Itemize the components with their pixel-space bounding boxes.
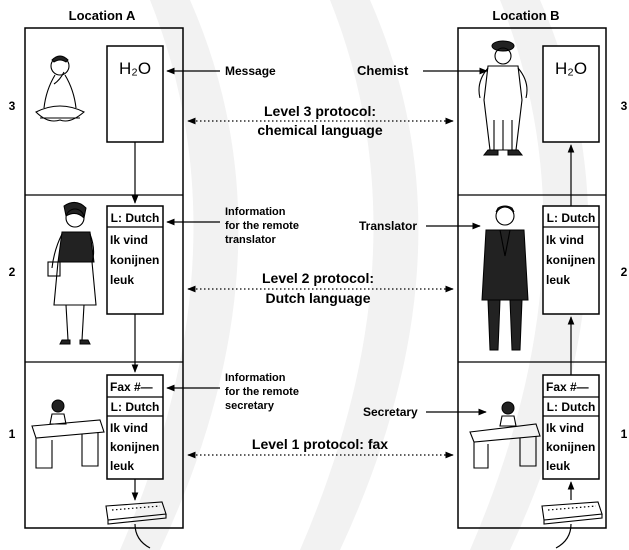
level2-right-box	[542, 205, 600, 315]
level1-left-text-3: leuk	[110, 459, 134, 473]
level1-right-text-1: Ik vind	[546, 421, 584, 435]
level1-right-text-2: konijnen	[546, 440, 595, 454]
chemist-figure	[478, 40, 528, 156]
level1-info-line3: secretary	[225, 400, 275, 412]
level2-left-header: L: Dutch	[111, 211, 160, 225]
location-a-header: Location A	[69, 8, 136, 23]
level1-right-box	[542, 374, 600, 480]
level1-left-fax: Fax #—	[110, 380, 153, 394]
level2-right-header: L: Dutch	[547, 211, 596, 225]
level-number-1-left: 1	[9, 427, 16, 441]
level2-info-line2: for the remote	[225, 220, 299, 232]
fax-machine-left-icon	[105, 501, 167, 525]
location-b-stack	[457, 27, 607, 529]
translator-label: Translator	[359, 219, 417, 233]
level1-left-header: L: Dutch	[111, 400, 160, 414]
level-number-3-right: 3	[621, 99, 628, 113]
level2-left-text-1: Ik vind	[110, 233, 148, 247]
level3-protocol-line2: chemical language	[257, 122, 382, 138]
physical-link-left	[134, 523, 151, 549]
level1-right-header: L: Dutch	[547, 400, 596, 414]
level1-info-line2: for the remote	[225, 386, 299, 398]
formula-right: H₂O	[555, 59, 587, 78]
philosopher-figure	[35, 55, 85, 122]
location-b-header: Location B	[492, 8, 559, 23]
fax-machine-right-icon	[541, 501, 603, 525]
level1-info-line1: Information	[225, 372, 286, 384]
secretary-label: Secretary	[363, 405, 418, 419]
level2-left-box	[106, 205, 164, 315]
level1-protocol-line: Level 1 protocol: fax	[252, 436, 388, 452]
level2-protocol-line2: Dutch language	[265, 290, 370, 306]
level2-left-text-3: leuk	[110, 273, 134, 287]
level-number-3-left: 3	[9, 99, 16, 113]
level1-right-text-3: leuk	[546, 459, 570, 473]
level2-protocol-line1: Level 2 protocol:	[262, 270, 374, 286]
secretary-right-figure	[469, 401, 541, 469]
location-a-stack	[24, 27, 184, 529]
level3-protocol-line1: Level 3 protocol:	[264, 103, 376, 119]
level2-right-text-2: konijnen	[546, 253, 595, 267]
level2-info-line1: Information	[225, 206, 286, 218]
secretary-left-figure	[31, 399, 105, 469]
level1-right-fax: Fax #—	[546, 380, 589, 394]
translator-left-figure	[47, 202, 97, 345]
level-number-1-right: 1	[621, 427, 628, 441]
translator-right-figure	[481, 205, 529, 351]
formula-left: H₂O	[119, 59, 151, 78]
chemist-label: Chemist	[357, 63, 409, 78]
level1-left-text-2: konijnen	[110, 440, 159, 454]
level2-right-text-3: leuk	[546, 273, 570, 287]
physical-link-right	[555, 523, 572, 549]
level1-left-text-1: Ik vind	[110, 421, 148, 435]
level-number-2-right: 2	[621, 265, 628, 279]
level2-right-text-1: Ik vind	[546, 233, 584, 247]
level2-left-text-2: konijnen	[110, 253, 159, 267]
level2-info-line3: translator	[225, 234, 276, 246]
level3-right-box	[542, 45, 600, 143]
message-label: Message	[225, 64, 276, 78]
level3-left-box	[106, 45, 164, 143]
level-number-2-left: 2	[9, 265, 16, 279]
